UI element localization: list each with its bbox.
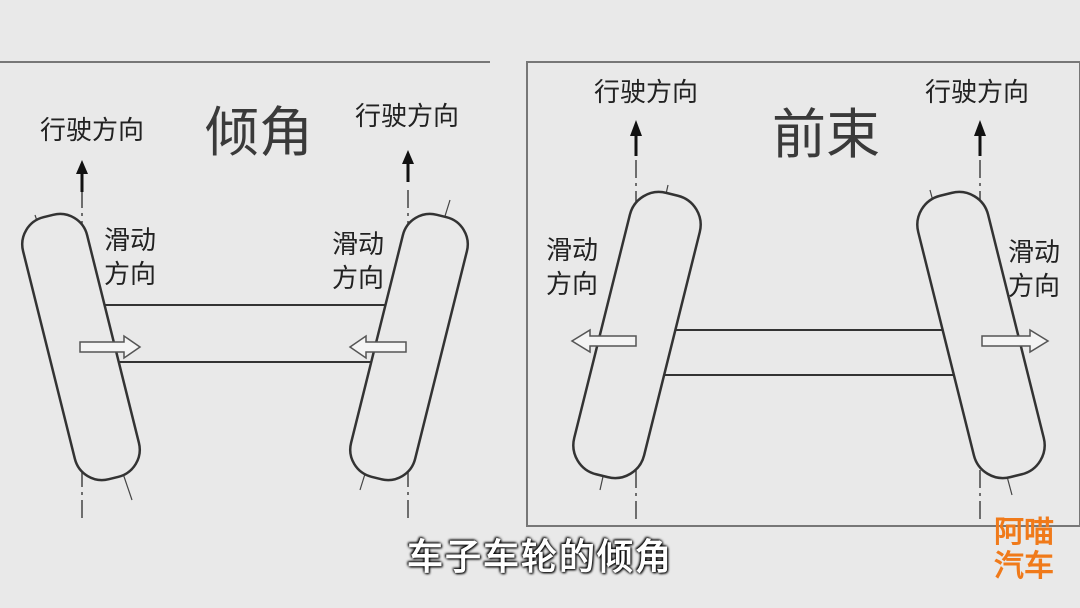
drive-arrow-icon: [76, 160, 88, 192]
channel-watermark-logo: 阿喵 汽车: [986, 516, 1062, 592]
left-wheel: [572, 190, 702, 480]
drive-direction-label: 行驶方向: [40, 116, 145, 146]
right-panel-border: [526, 61, 1080, 527]
drive-direction-label: 行驶方向: [594, 78, 699, 108]
slide-arrow-left-icon: [348, 334, 407, 360]
slide-direction-label: 滑动 方向: [546, 236, 599, 300]
slide-arrow-left-icon: [570, 328, 637, 354]
toe-title: 前束: [772, 103, 880, 166]
drive-direction-label: 行驶方向: [355, 102, 460, 132]
right-wheel: [916, 190, 1046, 480]
toe-diagram: [570, 120, 1050, 520]
slide-direction-label: 滑动 方向: [332, 230, 385, 294]
right-wheel: [349, 212, 469, 482]
drive-arrow-icon: [974, 120, 986, 156]
drive-direction-label: 行驶方向: [925, 78, 1030, 108]
slide-arrow-right-icon: [981, 328, 1050, 354]
camber-diagram: [21, 150, 469, 520]
watermark-line-2: 汽车: [994, 549, 1054, 584]
drive-arrow-icon: [402, 150, 414, 182]
drive-arrow-icon: [630, 120, 642, 156]
slide-direction-label: 滑动 方向: [1008, 238, 1061, 302]
video-subtitle: 车子车轮的倾角: [406, 537, 673, 578]
camber-title: 倾角: [205, 101, 313, 164]
watermark-line-1: 阿喵: [994, 515, 1054, 550]
slide-direction-label: 滑动 方向: [104, 226, 157, 290]
slide-arrow-right-icon: [79, 334, 142, 360]
